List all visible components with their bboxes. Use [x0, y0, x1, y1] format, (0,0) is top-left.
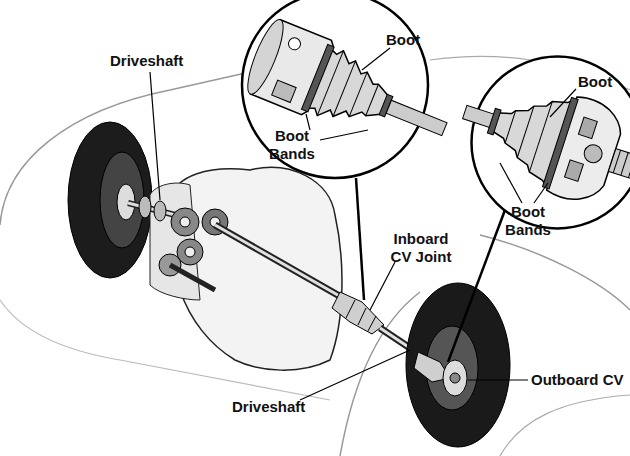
boot-band — [301, 44, 334, 112]
wheel — [406, 283, 510, 447]
part-label: Boot Bands — [264, 127, 320, 163]
axle-nut — [450, 373, 460, 383]
body-outline — [500, 395, 630, 456]
boot-fold — [368, 316, 376, 331]
gear — [177, 239, 203, 265]
driveshaft — [215, 225, 350, 302]
part-label: Inboard CV Joint — [385, 230, 457, 266]
boot-fold — [517, 106, 534, 157]
inset-circle — [242, 0, 428, 178]
wheel-rim — [100, 152, 144, 248]
cage-window — [565, 160, 584, 181]
pointer-line — [320, 130, 368, 140]
boot-fold — [358, 308, 366, 325]
part-label: Driveshaft — [110, 52, 183, 70]
inset-circle: BootBoot Bands — [470, 55, 630, 230]
boot-fold — [529, 102, 552, 172]
gear-hub — [185, 247, 195, 257]
part-label: Boot — [386, 31, 420, 49]
splined-stub — [608, 149, 630, 184]
pointer-line — [500, 163, 522, 203]
gear — [171, 208, 199, 236]
inset-circle: BootBoot Bands — [240, 0, 430, 180]
part-label: Boot Bands — [500, 203, 556, 239]
pointer-line — [370, 262, 395, 310]
spline — [621, 153, 628, 176]
part-label: Outboard CV — [531, 371, 624, 389]
shaft — [170, 265, 215, 290]
part-label: Boot — [578, 73, 612, 91]
cv-joint — [139, 196, 151, 218]
inboard-inset-art — [240, 0, 430, 180]
driveshaft — [215, 225, 350, 302]
boot-fold — [366, 84, 379, 116]
gear-hub — [180, 217, 190, 227]
pointer-line — [150, 72, 160, 200]
body-outline — [480, 235, 630, 310]
pointer-line — [362, 48, 390, 70]
pointer-line — [534, 183, 548, 203]
boot-band — [542, 97, 578, 189]
pointer-line — [550, 89, 576, 117]
housing-hole — [287, 36, 303, 52]
boot — [303, 45, 399, 138]
boot-fold — [346, 300, 355, 318]
shaft — [386, 100, 447, 135]
inset-circle — [472, 57, 630, 229]
spline — [628, 155, 630, 178]
spline — [613, 150, 620, 173]
cv-joint — [154, 201, 166, 221]
leader-line — [356, 178, 364, 300]
wheel — [68, 122, 152, 278]
leader-line — [448, 210, 505, 362]
hub — [443, 360, 467, 396]
boot-fold — [505, 111, 516, 143]
boot-fold — [349, 72, 367, 117]
ball — [582, 142, 605, 165]
cage-window — [578, 117, 597, 138]
part-label: Driveshaft — [232, 398, 305, 416]
pointer-line — [300, 350, 410, 400]
boot-band — [487, 108, 501, 135]
tripod — [272, 80, 297, 102]
pointer-line — [468, 379, 528, 380]
